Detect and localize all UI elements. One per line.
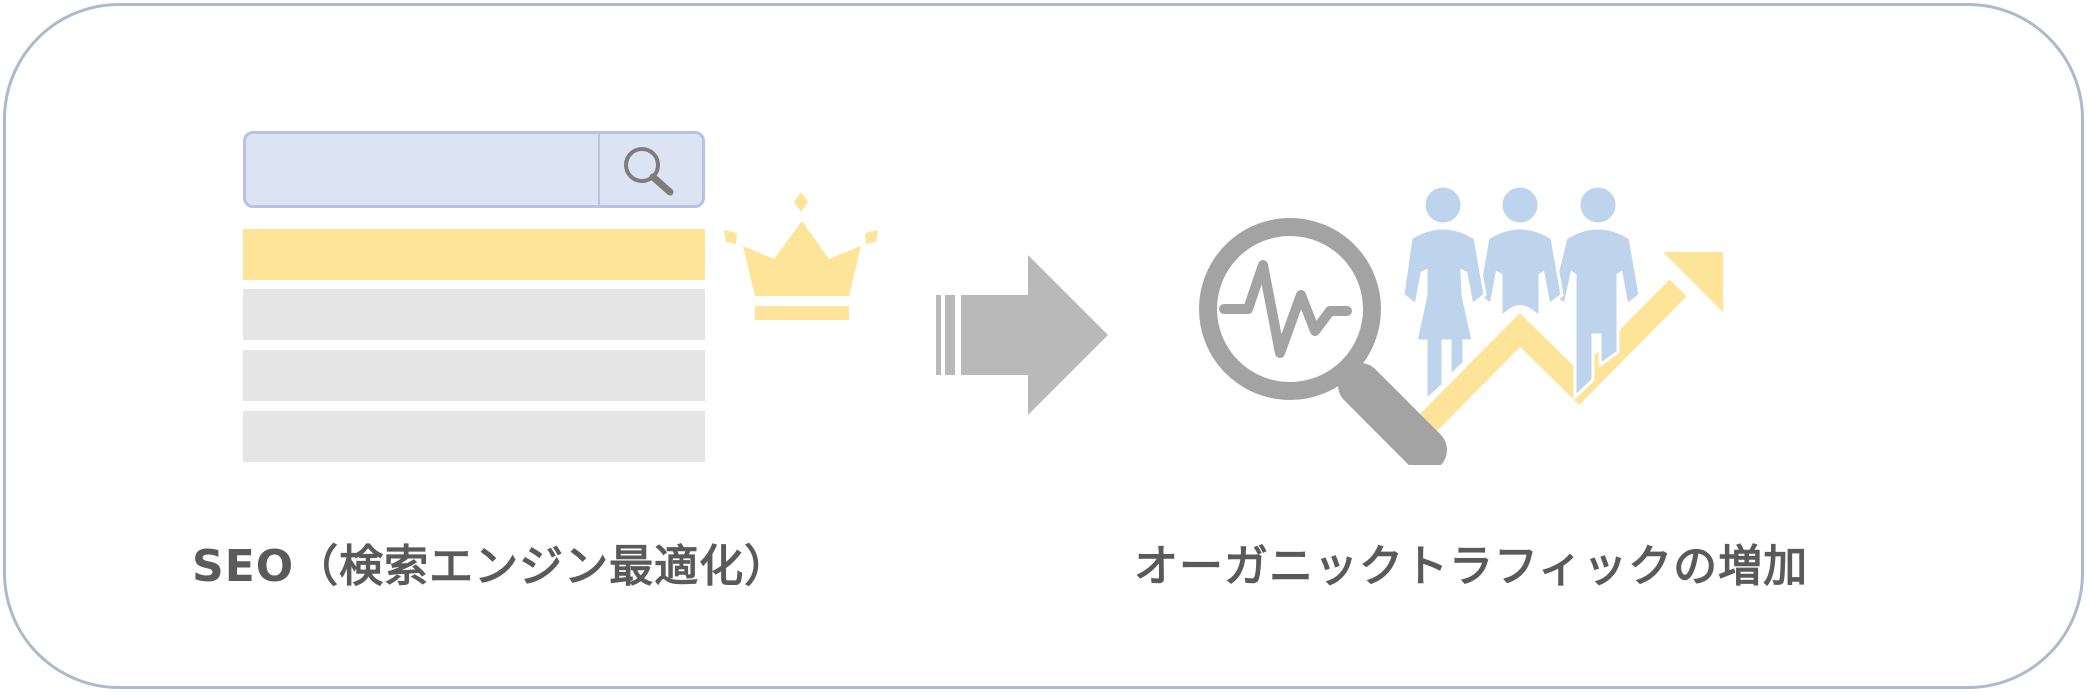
top-search-result: [243, 229, 705, 280]
search-bar-divider: [598, 134, 600, 205]
seo-label: SEO（検索エンジン最適化）: [192, 541, 790, 592]
search-result-row: [243, 289, 705, 340]
organic-traffic-label: オーガニックトラフィックの増加: [1134, 541, 1809, 592]
search-result-row: [243, 411, 705, 462]
search-result-row: [243, 350, 705, 401]
search-bar: [243, 131, 705, 208]
people-icon: [1401, 185, 1642, 404]
right-arrow-icon: [936, 255, 1108, 415]
organic-traffic-graphic: [1199, 185, 1723, 465]
magnifier-pulse-icon: [1199, 218, 1447, 465]
crown-icon: [724, 192, 878, 320]
search-icon: [624, 147, 674, 196]
growth-arrow-icon: [1417, 252, 1723, 434]
